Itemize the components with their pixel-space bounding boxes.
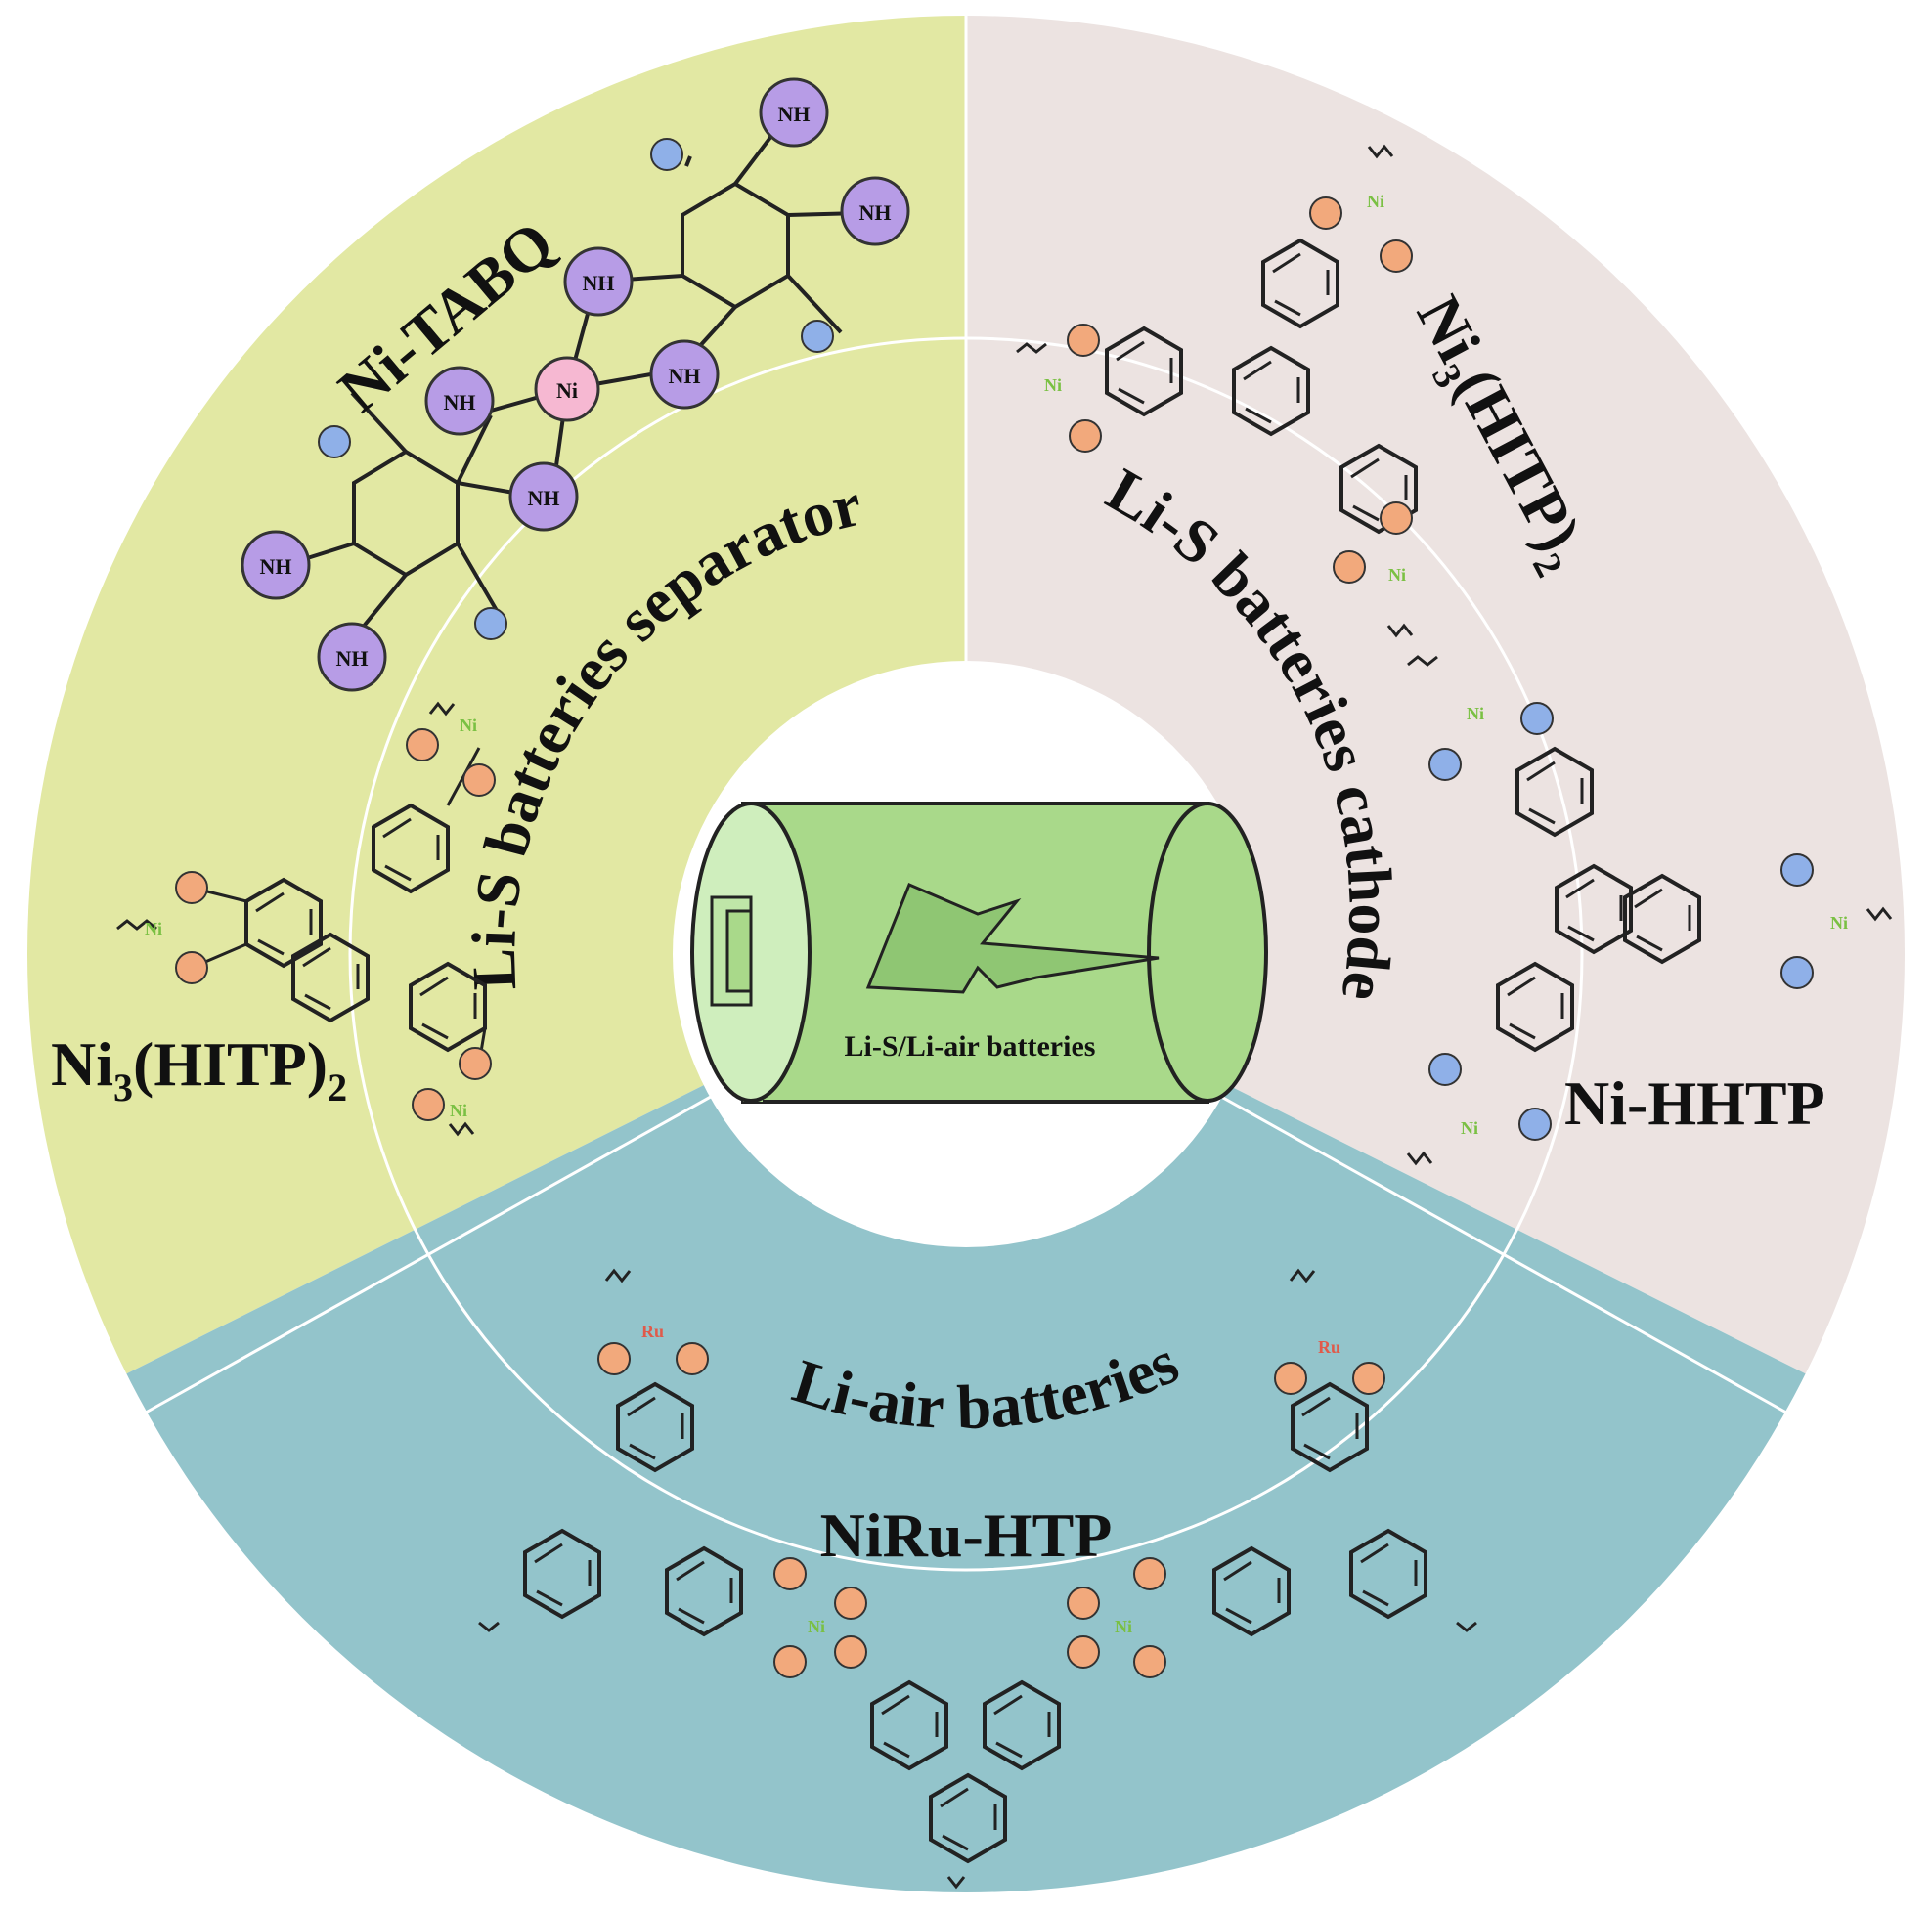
svg-text:Ni: Ni (1115, 1617, 1132, 1636)
segment-cathode (966, 16, 1905, 1437)
svg-text:Ni: Ni (808, 1617, 825, 1636)
ni3hitp2-separator-structure: Ni Ni Ni (116, 701, 496, 1137)
label-ni3hitp2-left: Ni3(HITP)2 (51, 1029, 347, 1109)
svg-text:Ni: Ni (1461, 1118, 1478, 1138)
label-ni-hhtp: Ni-HHTP (1564, 1068, 1825, 1138)
battery-icon (690, 802, 1268, 1104)
svg-text:Ni: Ni (145, 919, 162, 938)
ni3hitp2-cathode-structure: Ni Ni Ni (1016, 144, 1418, 638)
segment-separator (27, 16, 966, 1437)
inner-guide-ring (348, 336, 1584, 1572)
svg-text:Ni: Ni (1388, 565, 1406, 585)
svg-text:Ni: Ni (1467, 704, 1484, 723)
svg-text:Ni: Ni (556, 378, 578, 403)
label-niru-htp: NiRu-HTP (820, 1500, 1113, 1570)
svg-text:Ru: Ru (641, 1322, 664, 1341)
svg-text:Ru: Ru (1318, 1337, 1340, 1357)
ni-hhtp-structure: Ni Ni Ni (1406, 655, 1893, 1166)
svg-text:NH: NH (444, 390, 476, 414)
svg-text:Ni: Ni (1044, 375, 1062, 395)
svg-text:NH: NH (859, 200, 892, 225)
battery-label: Li-S/Li-air batteries (845, 1030, 1096, 1063)
svg-text:Ni: Ni (460, 716, 477, 735)
svg-text:Ni: Ni (1830, 913, 1848, 933)
svg-text:Ni: Ni (450, 1101, 467, 1120)
svg-text:NH: NH (583, 271, 615, 295)
lightning-bolt-icon (865, 883, 1160, 994)
svg-text:NH: NH (260, 554, 292, 579)
niru-htp-structure: Ru Ru Ni Ni (478, 1268, 1477, 1890)
svg-text:Ni: Ni (1367, 192, 1384, 211)
ni-tabq-structure: NH NH NH NH NH NH NH NH Ni (241, 77, 910, 692)
segment-air (27, 954, 1905, 1892)
svg-text:NH: NH (778, 102, 811, 126)
svg-text:NH: NH (336, 646, 369, 671)
svg-text:NH: NH (528, 486, 560, 510)
svg-text:NH: NH (669, 364, 701, 388)
